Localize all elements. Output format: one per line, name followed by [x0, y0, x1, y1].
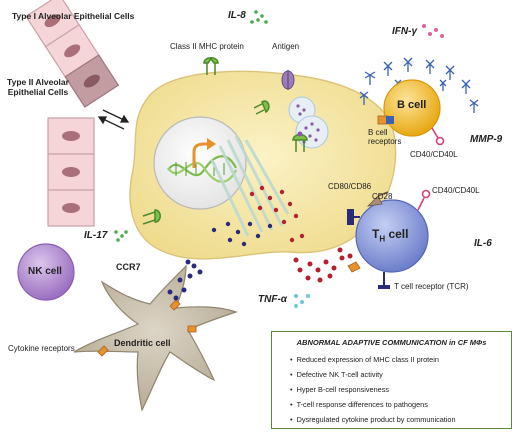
summary-item: Defective NK T-cell activity [290, 367, 456, 382]
intracellular-cytokines [211, 185, 305, 247]
label-mhc-class2: Class II MHC protein [170, 42, 244, 51]
summary-item: Reduced expression of MHC class II prote… [290, 352, 456, 367]
summary-item: T-cell response differences to pathogens [290, 397, 456, 412]
label-il6: IL-6 [474, 238, 492, 249]
label-b-cell: B cell [397, 99, 427, 111]
il17-dots-icon [114, 230, 128, 242]
summary-box-title: ABNORMAL ADAPTIVE COMMUNICATION in CF MΦ… [296, 338, 487, 347]
antigen-icon [281, 70, 295, 90]
label-cd40-t: CD40/CD40L [432, 186, 480, 195]
antibody-icons [359, 57, 479, 113]
il8-dots-icon [250, 10, 268, 24]
label-dendritic-cell: Dendritic cell [114, 338, 171, 348]
secreted-cytokines-red [293, 247, 353, 283]
transcription-arrow-icon [192, 138, 216, 168]
secreted-cytokines-navy [167, 259, 203, 301]
label-tcr: T cell receptor (TCR) [394, 282, 469, 291]
summary-item: Hyper B-cell responsiveness [290, 382, 456, 397]
label-nk-cell: NK cell [28, 266, 62, 277]
cytokine-receptor-icon [97, 299, 197, 357]
label-mmp9: MMP-9 [470, 134, 503, 145]
exchange-arrows-icon [97, 109, 130, 130]
label-il8: IL-8 [228, 10, 246, 21]
label-type1-epithelial: Type I Alveolar Epithelial Cells [12, 11, 135, 21]
label-ccr7: CCR7 [116, 262, 141, 272]
label-type2-epithelial: Type II Alveolar Epithelial Cells [7, 77, 69, 97]
t-helper-cell [347, 189, 431, 289]
summary-box: ABNORMAL ADAPTIVE COMMUNICATION in CF MΦ… [271, 331, 512, 429]
label-cd28: CD28 [372, 192, 393, 201]
ifng-dots-icon [422, 24, 444, 38]
b-cell [359, 57, 479, 146]
nk-cell [17, 243, 75, 301]
dendritic-cell [73, 264, 238, 412]
summary-item: Dysregulated cytokine product by communi… [290, 412, 456, 427]
summary-list: Reduced expression of MHC class II prote… [290, 352, 456, 427]
label-b-cell-receptors: B cell receptors [368, 128, 402, 147]
alveolar-epithelium [25, 0, 120, 227]
label-cd80-cd86: CD80/CD86 [328, 182, 372, 191]
label-th-cell: TH cell [372, 227, 409, 244]
label-ifn-gamma: IFN-γ [392, 26, 417, 37]
label-antigen: Antigen [272, 42, 300, 51]
label-il17: IL-17 [84, 230, 108, 241]
label-cd40-b: CD40/CD40L [410, 150, 458, 159]
label-tnf-alpha: TNF-α [258, 294, 287, 305]
label-cytokine-receptors: Cytokine receptors [8, 344, 75, 353]
tnfa-dots-icon [294, 294, 310, 308]
